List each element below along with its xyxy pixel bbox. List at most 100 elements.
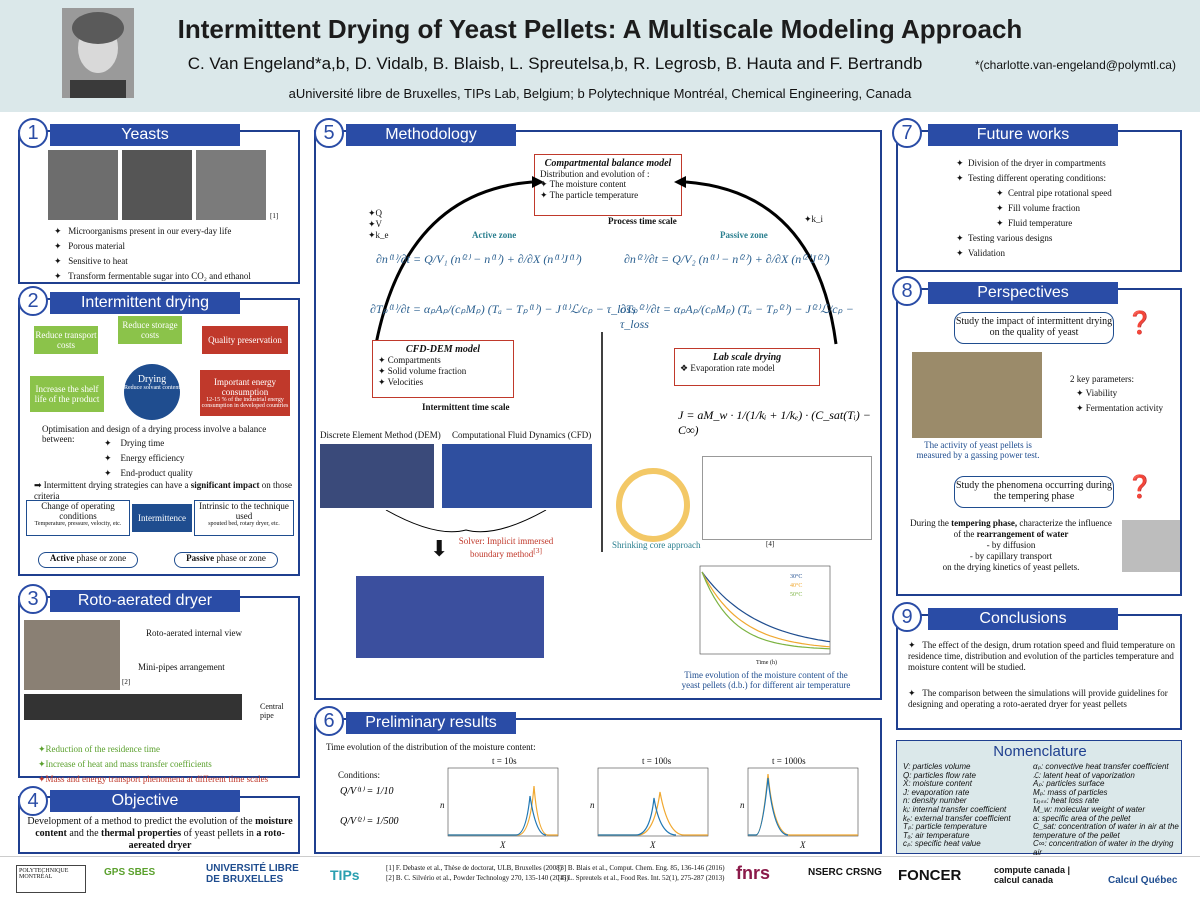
left-params: ✦Q ✦V ✦k_e <box>368 208 389 241</box>
balance-list: ✦ Drying time ✦ Energy efficiency ✦ End-… <box>104 436 193 481</box>
fnrs-logo: fnrs <box>736 863 771 883</box>
quality-box: Quality preservation <box>202 326 288 354</box>
central-pipe-label: Central pipe <box>260 702 284 720</box>
dryer-heading: Roto-aerated dryer <box>50 590 240 612</box>
future-heading: Future works <box>928 124 1118 146</box>
gassing-caption: The activity of yeast pellets is measure… <box>916 440 1040 460</box>
nom-item: temperature of the pellet <box>1033 830 1120 840</box>
intermittent-drying-panel: Intermittent drying Reduce transport cos… <box>18 292 300 576</box>
nom-item: n: density number <box>903 796 967 806</box>
preliminary-results-panel: Preliminary results Time evolution of th… <box>314 712 882 854</box>
passive-moisture-equation: ∂n⁽²⁾/∂t = Q/V₂ (n⁽¹⁾ − n⁽²⁾) + ∂/∂X (n⁽… <box>624 252 830 266</box>
plot-title-1000s: t = 1000s <box>772 756 806 766</box>
reference-item: [2] B. C. Silvério et al., Powder Techno… <box>386 874 569 882</box>
objective-heading: Objective <box>50 790 240 812</box>
section-number-6: 6 <box>314 706 344 736</box>
list-item: ✦ The moisture content <box>540 179 627 189</box>
yeasts-panel: Yeasts [1] ✦ Microorganisms present in o… <box>18 124 300 284</box>
list-item: ✦ Division of the dryer in compartments <box>956 158 1106 168</box>
drying-curve-2 <box>701 571 831 650</box>
list-item: ✦ End-product quality <box>104 468 193 478</box>
thinking-person-icon-2: ❓ <box>1126 474 1154 499</box>
optimisation-text: Optimisation and design of a drying proc… <box>42 424 267 444</box>
plot-x-label-2: X <box>650 840 656 850</box>
down-arrow-icon: ⬇ <box>430 536 449 561</box>
drying-circle: Drying Reduce solvant content <box>124 364 180 420</box>
distribution-plots <box>447 767 859 837</box>
section-number-5: 5 <box>314 118 344 148</box>
nom-item: a: specific area of the pellet <box>1033 813 1131 823</box>
mini-pipes-label: Mini-pipes arrangement <box>138 662 225 672</box>
conclusion-item: ✦ The comparison between the simulations… <box>908 688 1168 709</box>
nom-item: C_sat: concentration of water in air at … <box>1033 822 1179 832</box>
yeast-sem-image-1 <box>48 150 118 220</box>
nomenclature-right: αₚ: convective heat transfer coefficient… <box>1033 762 1181 858</box>
solver-label: Solver: Implicit immersed boundary metho… <box>458 536 554 559</box>
perspective-box-1: Study the impact of intermittent drying … <box>954 312 1114 344</box>
polytechnique-logo: POLYTECHNIQUE MONTRÉAL <box>16 865 86 893</box>
param-ki: ✦k_i <box>804 214 824 224</box>
shelf-life-box: Increase the shelf life of the product <box>30 376 104 412</box>
cbm-sub: Distribution and evolution of : <box>540 169 650 179</box>
contact-email[interactable]: *(charlotte.van-engeland@polymtl.ca) <box>975 58 1176 72</box>
foncer-logo: FONCER <box>898 867 962 884</box>
poster-title: Intermittent Drying of Yeast Pellets: A … <box>177 14 1023 44</box>
list-item: ✦ Validation <box>956 248 1006 258</box>
lab-drying-box: Lab scale drying ❖ Evaporation rate mode… <box>674 348 820 386</box>
plot-x-label-1: X <box>500 840 506 850</box>
list-item: ✦ Energy efficiency <box>104 453 185 463</box>
immersed-boundary-image <box>356 576 544 658</box>
section-number-1: 1 <box>18 118 48 148</box>
impact-text: ➡ Intermittent drying strategies can hav… <box>34 480 292 501</box>
section-number-9: 9 <box>892 602 922 632</box>
change-box: Change of operating conditions Temperatu… <box>26 500 130 536</box>
methodology-panel: Methodology Compartmental balance model … <box>314 124 882 700</box>
drying-sub: Reduce solvant content <box>124 385 180 391</box>
active-moisture-equation: ∂n⁽¹⁾/∂t = Q/V₁ (n⁽²⁾ − n⁽¹⁾) + ∂/∂X (n⁽… <box>376 252 582 266</box>
intrinsic-label: Intrinsic to the technique used <box>199 501 289 521</box>
list-item: ✦ Testing different operating conditions… <box>956 173 1106 183</box>
author-photo <box>62 8 134 98</box>
list-item: ✦ Porous material <box>54 241 126 251</box>
mini-pipes-photo <box>24 694 242 720</box>
lab-title: Lab scale drying <box>712 352 782 363</box>
conditions-label: Conditions: <box>338 770 381 780</box>
list-item: ✦ Velocities <box>378 377 424 387</box>
tempering-text: During the tempering phase, characterize… <box>910 518 1112 572</box>
nom-item: ℒ: latent heat of vaporization <box>1033 770 1135 780</box>
perspectives-heading: Perspectives <box>928 282 1118 304</box>
methodology-arrows <box>374 176 838 552</box>
dryer-bullet-list: ✦Reduction of the residence time ✦Increa… <box>38 742 268 787</box>
nom-item: J: evaporation rate <box>903 787 970 797</box>
list-item: ✦ Fluid temperature <box>996 218 1073 228</box>
key-params-label: 2 key parameters: <box>1070 374 1134 384</box>
internal-view-label: Roto-aerated internal view <box>146 628 242 638</box>
plot-x-label-3: X <box>800 840 806 850</box>
prelim-intro: Time evolution of the distribution of th… <box>326 742 536 752</box>
gassing-test-photo <box>912 352 1042 438</box>
chart-frame <box>699 565 831 655</box>
legend-item: 50°C <box>790 591 802 598</box>
merge-arrows <box>385 510 547 533</box>
tips-logo: TIPs <box>330 867 360 883</box>
passive-temperature-equation: ∂Tₚ⁽²⁾/∂t = αₚAₚ/(cₚMₚ) (Tₐ − Tₚ⁽²⁾) − J… <box>620 302 854 331</box>
energy-label: Important energy consumption <box>213 377 277 397</box>
yeast-sem-image-3 <box>196 150 266 220</box>
nom-item: V: particles volume <box>903 762 971 771</box>
section-number-2: 2 <box>18 286 48 316</box>
evaporation-equation: J = aM_w · 1/(1/kᵢ + 1/kₑ) · (C_sat(Tᵢ) … <box>678 408 871 437</box>
list-item: ✦ Drying time <box>104 438 165 448</box>
intrinsic-sub: spouted bed, rotary dryer, etc. <box>208 521 280 527</box>
intermittent-heading: Intermittent drying <box>50 292 240 314</box>
methodology-heading: Methodology <box>346 124 516 146</box>
affiliations: aUniversité libre de Bruxelles, TIPs Lab… <box>288 86 912 101</box>
perspective-box-2: Study the phenomena occurring during the… <box>954 476 1114 508</box>
conclusions-panel: Conclusions ✦ The effect of the design, … <box>896 608 1182 730</box>
ulb-logo: UNIVERSITÉ LIBRE DE BRUXELLES <box>206 863 299 885</box>
nom-item: τₗₒₛₛ: heat loss rate <box>1033 796 1099 806</box>
change-sub: Temperature, pressure, velocity, etc. <box>34 521 122 527</box>
condition-eq-1: Q/V⁽¹⁾ = 1/10 <box>340 786 394 797</box>
list-item: ✦Reduction of the residence time <box>38 744 161 754</box>
key-params-list: ✦ Viability ✦ Fermentation activity <box>1076 386 1163 416</box>
section-number-8: 8 <box>892 276 922 306</box>
